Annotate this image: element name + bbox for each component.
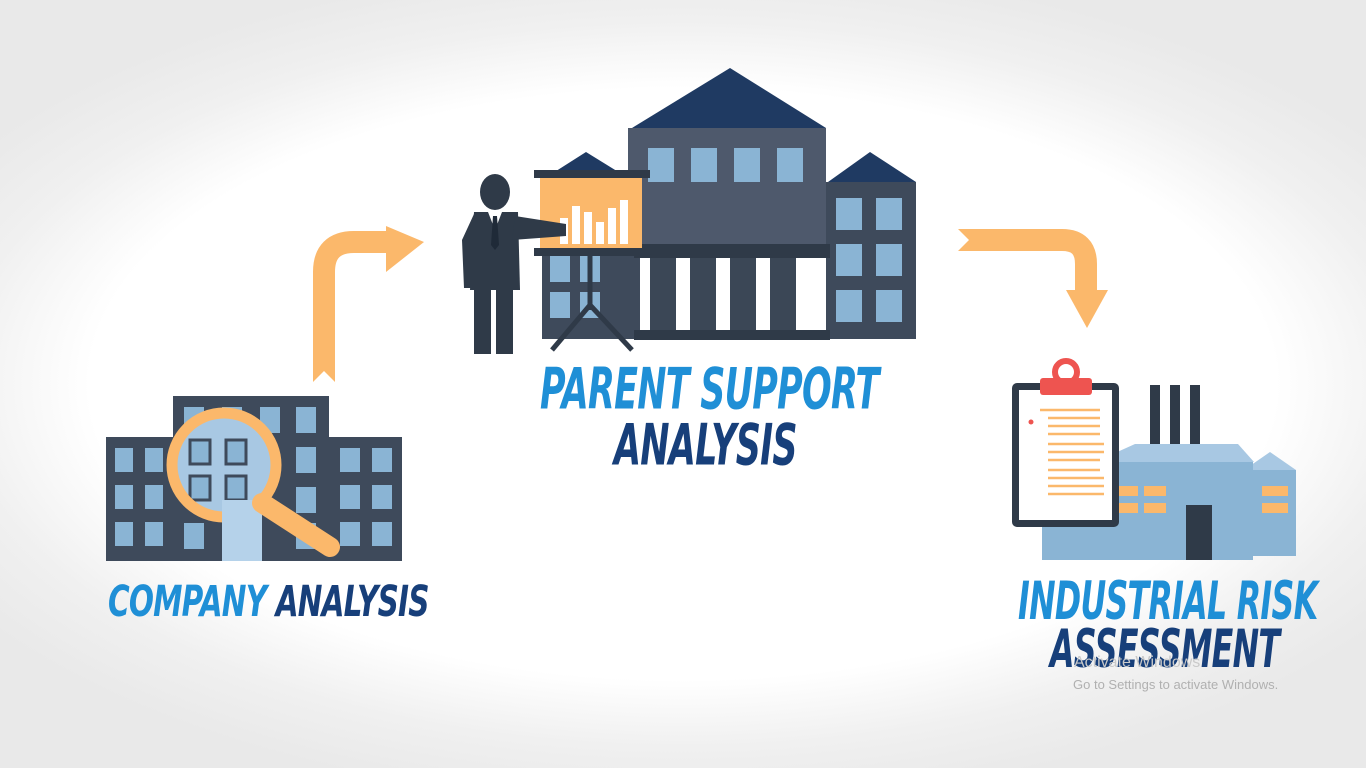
parent-support-label-line2: ANALYSIS: [614, 411, 798, 478]
industrial-risk-label-line2: ASSESSMENT: [1050, 619, 1280, 681]
company-analysis-word2: ANALYSIS: [275, 578, 430, 627]
company-analysis-word1: COMPANY: [108, 578, 267, 627]
industrial-risk-label-line1: INDUSTRIAL RISK: [1018, 571, 1318, 633]
flow-arrow-2-icon: [958, 229, 1108, 328]
presenter-parent-building-icon: [462, 68, 916, 354]
flow-arrow-1-icon: [313, 226, 424, 382]
company-analysis-label: COMPANY ANALYSIS: [108, 581, 429, 624]
office-building-magnifier-icon: [106, 396, 402, 561]
parent-support-label-line1: PARENT SUPPORT: [540, 355, 879, 422]
activation-watermark-subtitle: Go to Settings to activate Windows.: [1073, 677, 1279, 692]
factory-clipboard-icon: [1012, 358, 1296, 560]
activation-watermark-title: Activate Windows: [1074, 654, 1201, 671]
